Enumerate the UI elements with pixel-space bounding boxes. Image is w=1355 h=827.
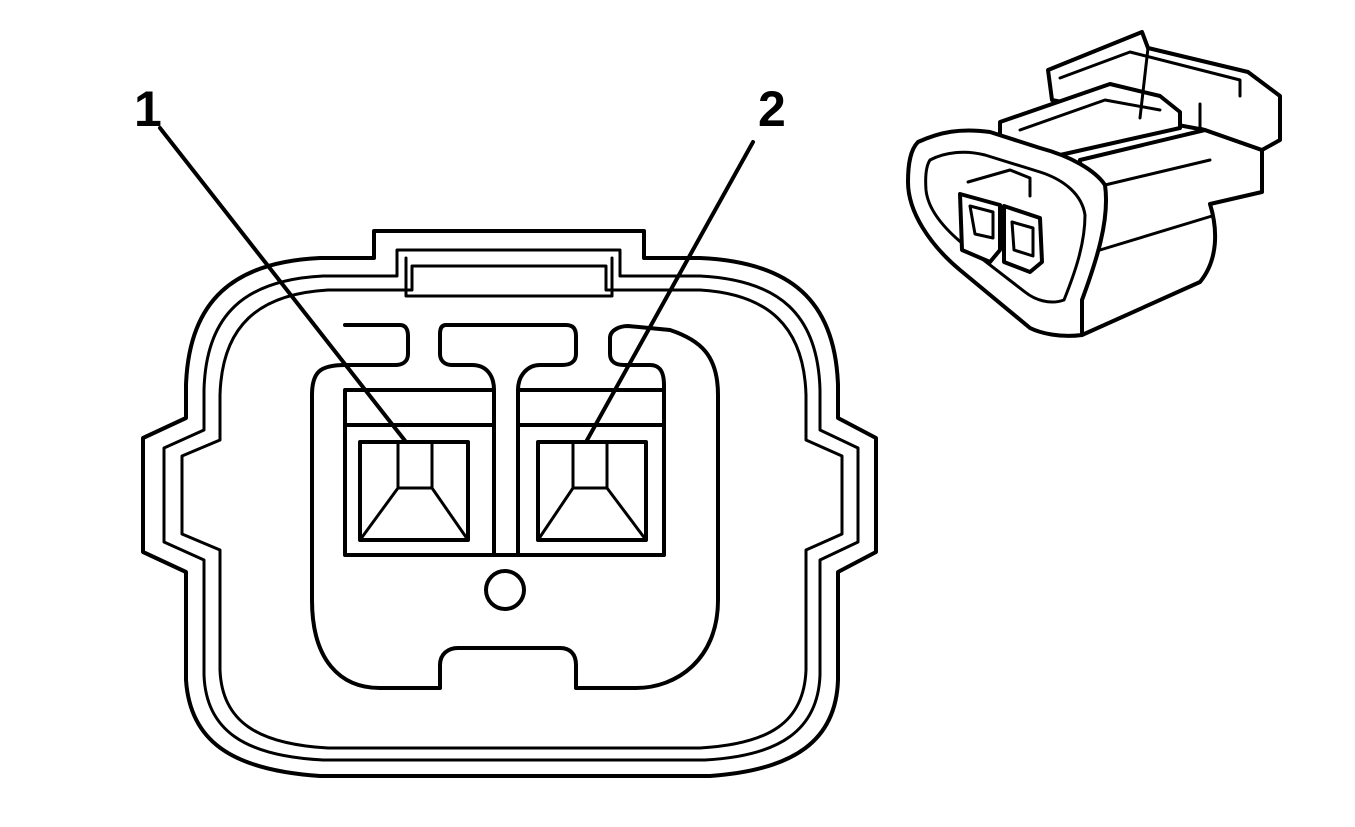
- terminal-detail-right: [1010, 220, 1035, 258]
- terminal-1: [358, 440, 470, 542]
- connector-face-view: [141, 229, 878, 778]
- housing-seam-upper: [1103, 158, 1212, 187]
- terminal-block-left: [343, 388, 496, 557]
- connector-key-slot: [404, 256, 614, 298]
- connector-shell-inner-outline: [162, 248, 860, 762]
- housing-body-side: [1078, 128, 1264, 337]
- locating-hole: [484, 569, 526, 611]
- callout-1-label: 1: [134, 81, 162, 137]
- connector-outer-shell: [141, 229, 878, 778]
- housing-terminal-window-right: [1002, 204, 1044, 274]
- connector-seal-groove: [180, 264, 844, 750]
- callout-1-leader: [158, 126, 408, 444]
- housing-front-recess: [924, 150, 1087, 304]
- connector-housing-3d: [906, 30, 1282, 338]
- latch-step: [1198, 102, 1264, 152]
- terminal-cavity-outline: [310, 323, 720, 690]
- terminal-window-cap: [966, 168, 1032, 198]
- terminal-detail-left: [968, 204, 995, 240]
- latch-ridge-line: [1058, 50, 1242, 98]
- callout-2-leader: [584, 140, 755, 444]
- latch-edge: [1138, 46, 1150, 120]
- callouts: 1 2: [134, 81, 786, 444]
- terminal-2: [536, 440, 648, 542]
- housing-seam-lower: [1098, 214, 1214, 252]
- callout-2-label: 2: [758, 81, 786, 137]
